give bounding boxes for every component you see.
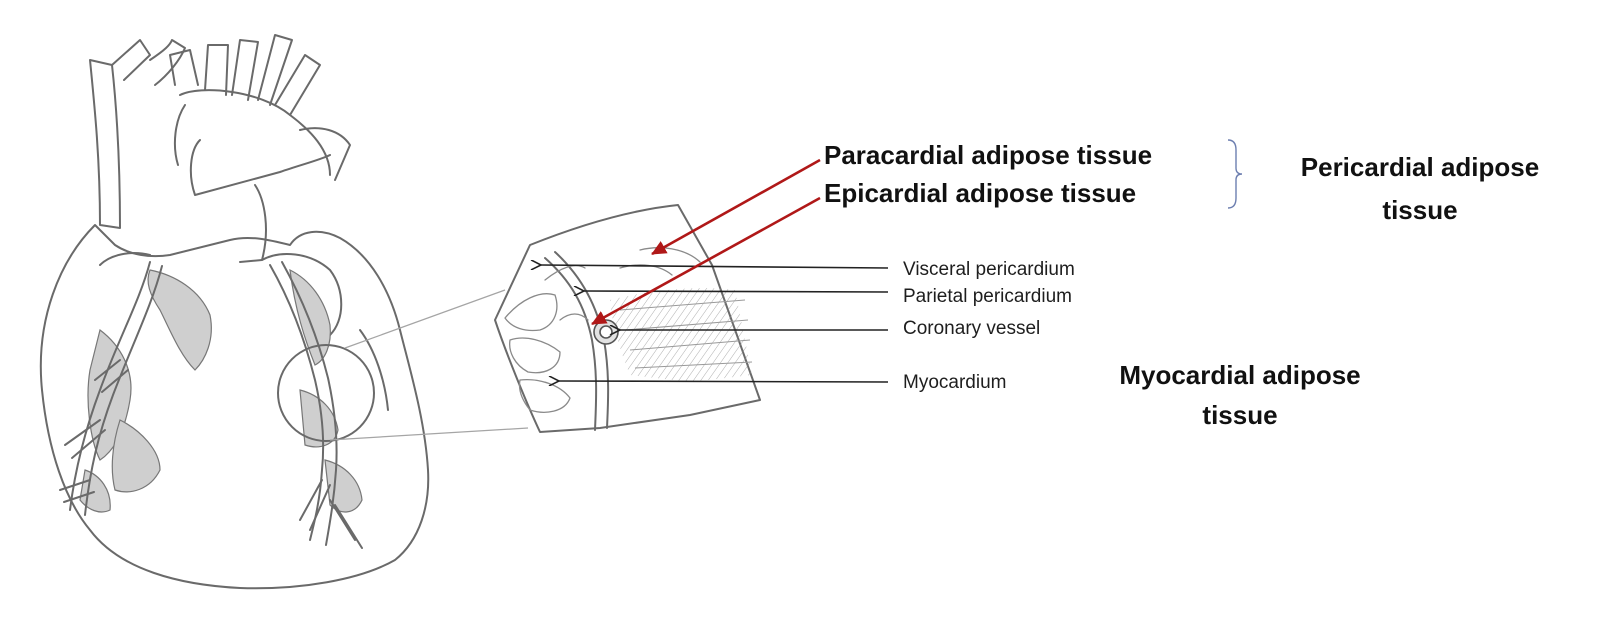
tissue-section [495,205,760,432]
pericardial-label-line1: Pericardial adipose [1301,152,1539,182]
paracardial-red-arrow [652,160,820,254]
myocardial-label-line1: Myocardial adipose [1119,360,1360,390]
coronary-vessel-crosssection [594,320,618,344]
myocardium-pointer [559,381,888,382]
heart-drawing [41,35,428,588]
visceral-pointer [541,265,888,268]
paracardial-label: Paracardial adipose tissue [824,140,1152,170]
epicardial-label: Epicardial adipose tissue [824,178,1136,208]
visceral-pericardium-label: Visceral pericardium [903,259,1075,280]
coronary-fat-deposits [80,270,362,512]
myocardium-label: Myocardium [903,372,1006,393]
parietal-pericardium-label: Parietal pericardium [903,286,1072,307]
great-vessels [90,35,350,262]
coronary-vessel-label: Coronary vessel [903,318,1040,339]
pericardial-label-line2: tissue [1382,195,1457,225]
parietal-pointer [584,291,888,292]
myocardial-label-line2: tissue [1202,400,1277,430]
pericardial-brace [1228,140,1242,208]
